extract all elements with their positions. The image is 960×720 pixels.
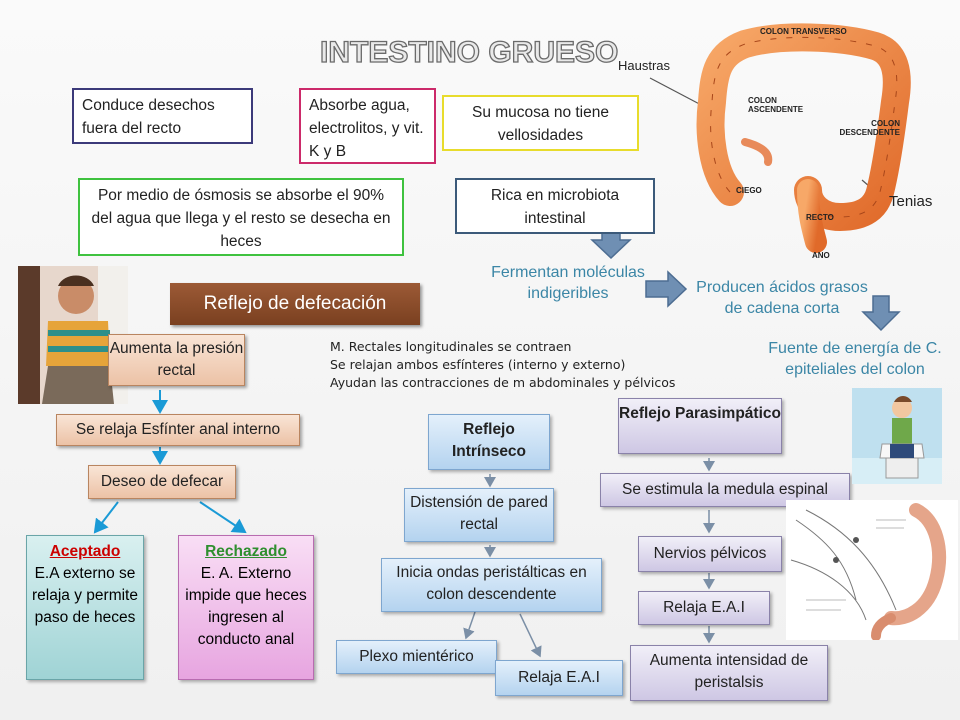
page-title: INTESTINO GRUESO	[319, 35, 619, 69]
label-haustras: Haustras	[618, 58, 671, 73]
note-line-3: Ayudan las contracciones de m abdominale…	[330, 375, 676, 390]
intrinseco-distension: Distensión de pared rectal	[404, 488, 554, 542]
intrinseco-ondas-peristalticas: Inicia ondas peristálticas en colon desc…	[381, 558, 602, 612]
illustration-nervous-control-diagram	[786, 500, 958, 640]
function-box-absorbe: Absorbe agua, electrolitos, y vit. K y B	[299, 88, 436, 164]
reflex-title: Reflejo de defecación	[170, 283, 420, 325]
rechazado-body: E. A. Externo impide que heces ingresen …	[185, 565, 307, 648]
reflex-parasimpatico-title: Reflejo Parasimpático	[618, 398, 782, 454]
arrow-acidos-down	[861, 295, 901, 332]
arrow-deseo-to-aceptado	[93, 501, 119, 534]
outcome-aceptado: Aceptado E.A externo se relaja y permite…	[26, 535, 144, 680]
note-line-2: Se relajan ambos esfínteres (interno y e…	[330, 357, 626, 372]
function-box-conduce: Conduce desechos fuera del recto	[72, 88, 253, 144]
rechazado-heading: Rechazado	[205, 543, 287, 560]
label-tenias: Tenias	[889, 193, 933, 210]
text-acidos-grasos: Producen ácidos grasos de cadena corta	[696, 279, 868, 317]
text-fermentan: Fermentan moléculas indigeribles	[491, 264, 645, 302]
intrinseco-relaja-eai: Relaja E.A.I	[495, 660, 623, 696]
function-box-osmosis: Por medio de ósmosis se absorbe el 90% d…	[78, 178, 404, 256]
pointer-haustras	[649, 77, 708, 109]
arrow-ondas-to-plexo	[463, 611, 476, 640]
illustration-person-on-toilet	[852, 388, 942, 484]
aceptado-body: E.A externo se relaja y permite paso de …	[32, 565, 138, 626]
reflex-intrinseco-title: Reflejo Intrínseco	[428, 414, 550, 470]
step-relaja-esfinter-interno: Se relaja Esfínter anal interno	[56, 414, 300, 446]
text-fuente-energia: Fuente de energía de C. epiteliales del …	[768, 340, 942, 378]
parasimpatico-aumenta-peristalsis: Aumenta intensidad de peristalsis	[630, 645, 828, 701]
intrinseco-plexo-mienterico: Plexo mientérico	[336, 640, 497, 674]
colon-illustration	[696, 23, 911, 253]
outcome-rechazado: Rechazado E. A. Externo impide que heces…	[178, 535, 314, 680]
step-aumenta-presion: Aumenta la presión rectal	[108, 334, 245, 386]
arrow-fermentan-right	[645, 270, 688, 308]
parasimpatico-nervios-pelvicos: Nervios pélvicos	[638, 536, 782, 572]
function-box-microbiota: Rica en microbiota intestinal	[455, 178, 655, 234]
label-recto: RECTO	[806, 213, 834, 222]
note-line-1: M. Rectales longitudinales se contraen	[330, 339, 572, 354]
label-ano: ANO	[812, 251, 830, 260]
arrow-ondas-to-relaja	[519, 613, 542, 658]
parasimpatico-relaja-eai: Relaja E.A.I	[638, 591, 770, 625]
label-colon-descendente: COLON DESCENDENTE	[839, 119, 900, 137]
step-deseo-defecar: Deseo de defecar	[88, 465, 236, 499]
label-colon-ascendente: COLON ASCENDENTE	[748, 96, 804, 114]
function-box-mucosa: Su mucosa no tiene vellosidades	[442, 95, 639, 151]
label-ciego: CIEGO	[736, 186, 762, 195]
aceptado-heading: Aceptado	[49, 543, 121, 560]
label-colon-transverso: COLON TRANSVERSO	[760, 27, 847, 36]
arrow-deseo-to-rechazado	[199, 501, 247, 534]
